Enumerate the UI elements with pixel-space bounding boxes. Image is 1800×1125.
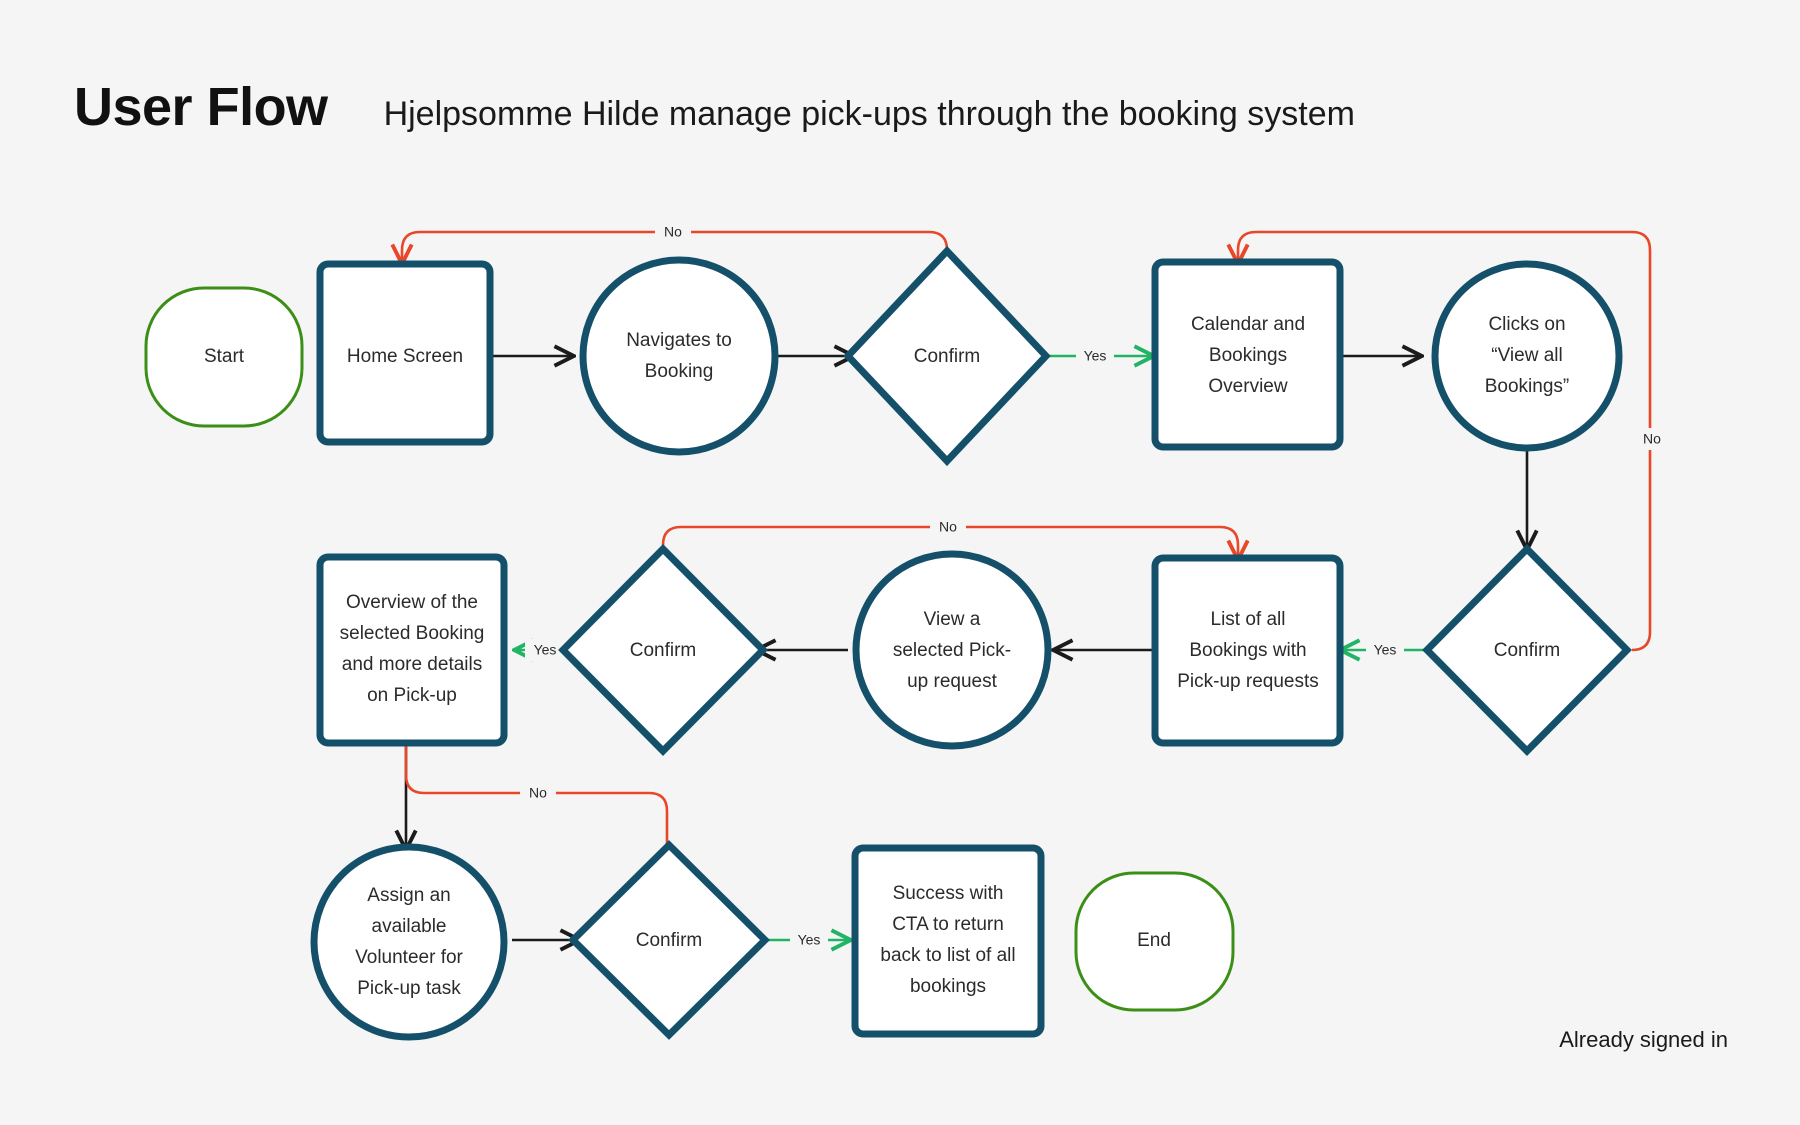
edge-label-yes-3: Yes (534, 642, 557, 658)
edge-confirm1-no-to-home (402, 230, 949, 262)
svg-text:Pick-up task: Pick-up task (357, 978, 461, 999)
node-view-selected-pickup-request[interactable]: View a selected Pick- up request (852, 550, 1052, 750)
node-confirm-1[interactable]: Confirm (843, 245, 1051, 467)
edge-label-no-2: No (1643, 431, 1661, 447)
svg-text:Success with: Success with (893, 883, 1004, 904)
svg-text:Overview: Overview (1208, 376, 1287, 397)
svg-text:Confirm: Confirm (630, 640, 697, 661)
svg-text:Confirm: Confirm (636, 930, 703, 951)
svg-text:available: available (372, 916, 447, 937)
page-subtitle: Hjelpsomme Hilde manage pick-ups through… (383, 95, 1355, 133)
edge-confirm3-no-to-listall (661, 525, 1238, 558)
svg-text:back to list of all: back to list of all (880, 945, 1015, 966)
node-home-screen[interactable]: Home Screen (316, 260, 494, 446)
edge-label-no-1: No (664, 224, 682, 240)
node-confirm-3[interactable]: Confirm (558, 544, 768, 756)
svg-text:Confirm: Confirm (914, 346, 981, 367)
node-confirm-2[interactable]: Confirm (1422, 544, 1632, 756)
node-clicks-view-all-bookings[interactable]: Clicks on “View all Bookings” (1431, 260, 1623, 452)
svg-text:List of all: List of all (1211, 609, 1286, 630)
svg-text:and more details: and more details (342, 654, 482, 675)
node-list-all-bookings[interactable]: List of all Bookings with Pick-up reques… (1151, 554, 1344, 747)
svg-text:Confirm: Confirm (1494, 640, 1561, 661)
svg-text:Bookings with: Bookings with (1189, 640, 1306, 661)
svg-text:Volunteer for: Volunteer for (355, 947, 463, 968)
svg-text:up request: up request (907, 671, 998, 692)
svg-text:CTA to return: CTA to return (892, 914, 1004, 935)
svg-text:View a: View a (924, 609, 981, 630)
edge-label-no-4: No (529, 785, 547, 801)
node-end[interactable]: End (1074, 871, 1235, 1012)
svg-text:Overview of the: Overview of the (346, 592, 478, 613)
svg-text:selected Booking: selected Booking (340, 623, 485, 644)
node-confirm-4[interactable]: Confirm (568, 840, 770, 1040)
svg-text:on Pick-up: on Pick-up (367, 685, 457, 706)
node-overview-selected-booking[interactable]: Overview of the selected Booking and mor… (316, 553, 508, 747)
page-header: User Flow Hjelpsomme Hilde manage pick-u… (74, 76, 1355, 138)
node-assign-volunteer[interactable]: Assign an available Volunteer for Pick-u… (310, 843, 508, 1041)
svg-text:Start: Start (204, 346, 245, 367)
svg-text:End: End (1137, 930, 1171, 951)
node-start[interactable]: Start (144, 286, 304, 428)
svg-text:bookings: bookings (910, 976, 986, 997)
node-calendar-bookings-overview[interactable]: Calendar and Bookings Overview (1151, 258, 1344, 451)
edge-label-yes-1: Yes (1084, 348, 1107, 364)
svg-text:Clicks on: Clicks on (1488, 314, 1565, 335)
edge-label-yes-2: Yes (1374, 642, 1397, 658)
svg-text:Bookings”: Bookings” (1485, 376, 1570, 397)
node-navigates-to-booking[interactable]: Navigates to Booking (579, 256, 779, 456)
edge-label-no-3: No (939, 519, 957, 535)
footnote-already-signed-in: Already signed in (1559, 1027, 1728, 1052)
svg-text:Pick-up requests: Pick-up requests (1177, 671, 1319, 692)
svg-text:Calendar and: Calendar and (1191, 314, 1305, 335)
edge-confirm2-no-to-calendar (1238, 230, 1652, 652)
edge-label-yes-4: Yes (798, 932, 821, 948)
node-success-cta[interactable]: Success with CTA to return back to list … (851, 844, 1045, 1038)
svg-text:“View all: “View all (1491, 345, 1562, 366)
svg-text:Home Screen: Home Screen (347, 346, 463, 367)
svg-text:Booking: Booking (645, 361, 714, 382)
page-title: User Flow (74, 77, 328, 137)
svg-text:Assign an: Assign an (367, 885, 450, 906)
svg-text:selected Pick-: selected Pick- (893, 640, 1011, 661)
svg-text:Bookings: Bookings (1209, 345, 1287, 366)
svg-text:Navigates to: Navigates to (626, 330, 732, 351)
